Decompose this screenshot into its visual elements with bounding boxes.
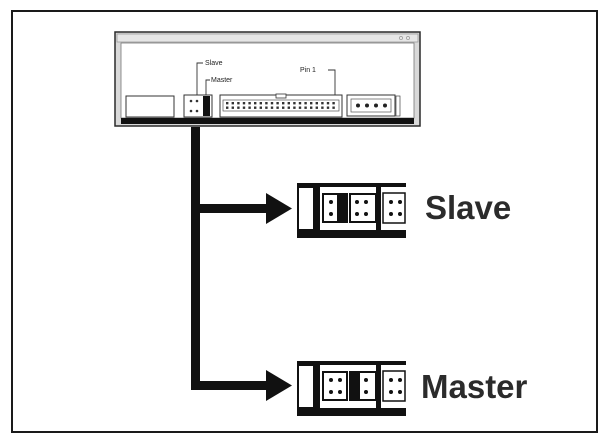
arrow-head-slave-icon xyxy=(266,193,292,224)
ide-pin xyxy=(259,106,262,109)
pin1-leader-line xyxy=(328,69,336,95)
arrow-connector xyxy=(191,127,292,401)
slave-setting-label: Slave xyxy=(425,189,512,226)
ide-pin xyxy=(287,102,290,105)
arrow-head-master-icon xyxy=(266,370,292,401)
ide-pin xyxy=(276,102,279,105)
ide-pins xyxy=(226,102,335,109)
master-setting-label: Master xyxy=(421,368,528,405)
ide-pin xyxy=(265,102,268,105)
ide-pin xyxy=(293,106,296,109)
drive-master-label: Master xyxy=(211,77,233,84)
ide-pin xyxy=(326,106,330,109)
ide-pin xyxy=(259,102,262,105)
ide-pin xyxy=(315,102,318,105)
ide-pin xyxy=(254,102,257,105)
ide-pin xyxy=(282,102,285,105)
master-jumper-cap xyxy=(351,373,360,399)
ide-pin xyxy=(265,106,268,109)
drive-slave-label: Slave xyxy=(205,60,223,67)
ide-pin xyxy=(282,106,285,109)
ide-pin xyxy=(254,106,257,109)
slave-jumper-closeup xyxy=(297,183,406,238)
ide-pin xyxy=(237,106,240,109)
ide-pin-header xyxy=(222,99,340,112)
ide-pin xyxy=(231,106,234,109)
jumper-cap xyxy=(203,96,210,116)
ide-pin xyxy=(321,106,324,109)
master-jumper-closeup xyxy=(297,361,406,416)
ide-pin xyxy=(310,106,313,109)
ide-pin xyxy=(242,102,246,105)
ide-pin xyxy=(304,102,307,105)
ide-pin xyxy=(326,102,330,105)
ide-pin xyxy=(304,106,307,109)
ide-pin xyxy=(332,102,335,105)
slave-leader-line xyxy=(196,62,203,95)
ide-pin xyxy=(298,102,302,105)
ide-pin xyxy=(270,106,274,109)
ide-key-notch xyxy=(275,93,287,99)
arrow-trunk xyxy=(191,127,200,390)
ide-pin xyxy=(231,102,234,105)
ide-pin xyxy=(310,102,313,105)
ide-pin xyxy=(276,106,279,109)
arrow-shaft-master xyxy=(191,381,271,390)
ide-pin xyxy=(298,106,302,109)
ide-pin xyxy=(270,102,274,105)
drive-top-bevel xyxy=(116,33,419,43)
drive-back-panel: Slave Master Pin 1 xyxy=(114,31,421,127)
arrow-shaft-slave xyxy=(191,204,271,213)
drive-bottom-rail xyxy=(121,118,414,124)
master-leader-line xyxy=(205,79,210,95)
ide-pin xyxy=(332,106,335,109)
ide-pin xyxy=(293,102,296,105)
ide-pin xyxy=(226,106,229,109)
slave-jumper-cap xyxy=(337,195,346,221)
ide-pin xyxy=(248,106,251,109)
ide-pin xyxy=(248,102,251,105)
screw-icon xyxy=(399,36,403,40)
ide-pin xyxy=(321,102,324,105)
pin1-label: Pin 1 xyxy=(300,67,316,74)
ide-pin xyxy=(315,106,318,109)
ide-pin xyxy=(242,106,246,109)
audio-connector xyxy=(125,95,175,118)
ide-pin xyxy=(226,102,229,105)
ide-pin xyxy=(237,102,240,105)
screw-icon xyxy=(406,36,410,40)
ide-pin xyxy=(287,106,290,109)
